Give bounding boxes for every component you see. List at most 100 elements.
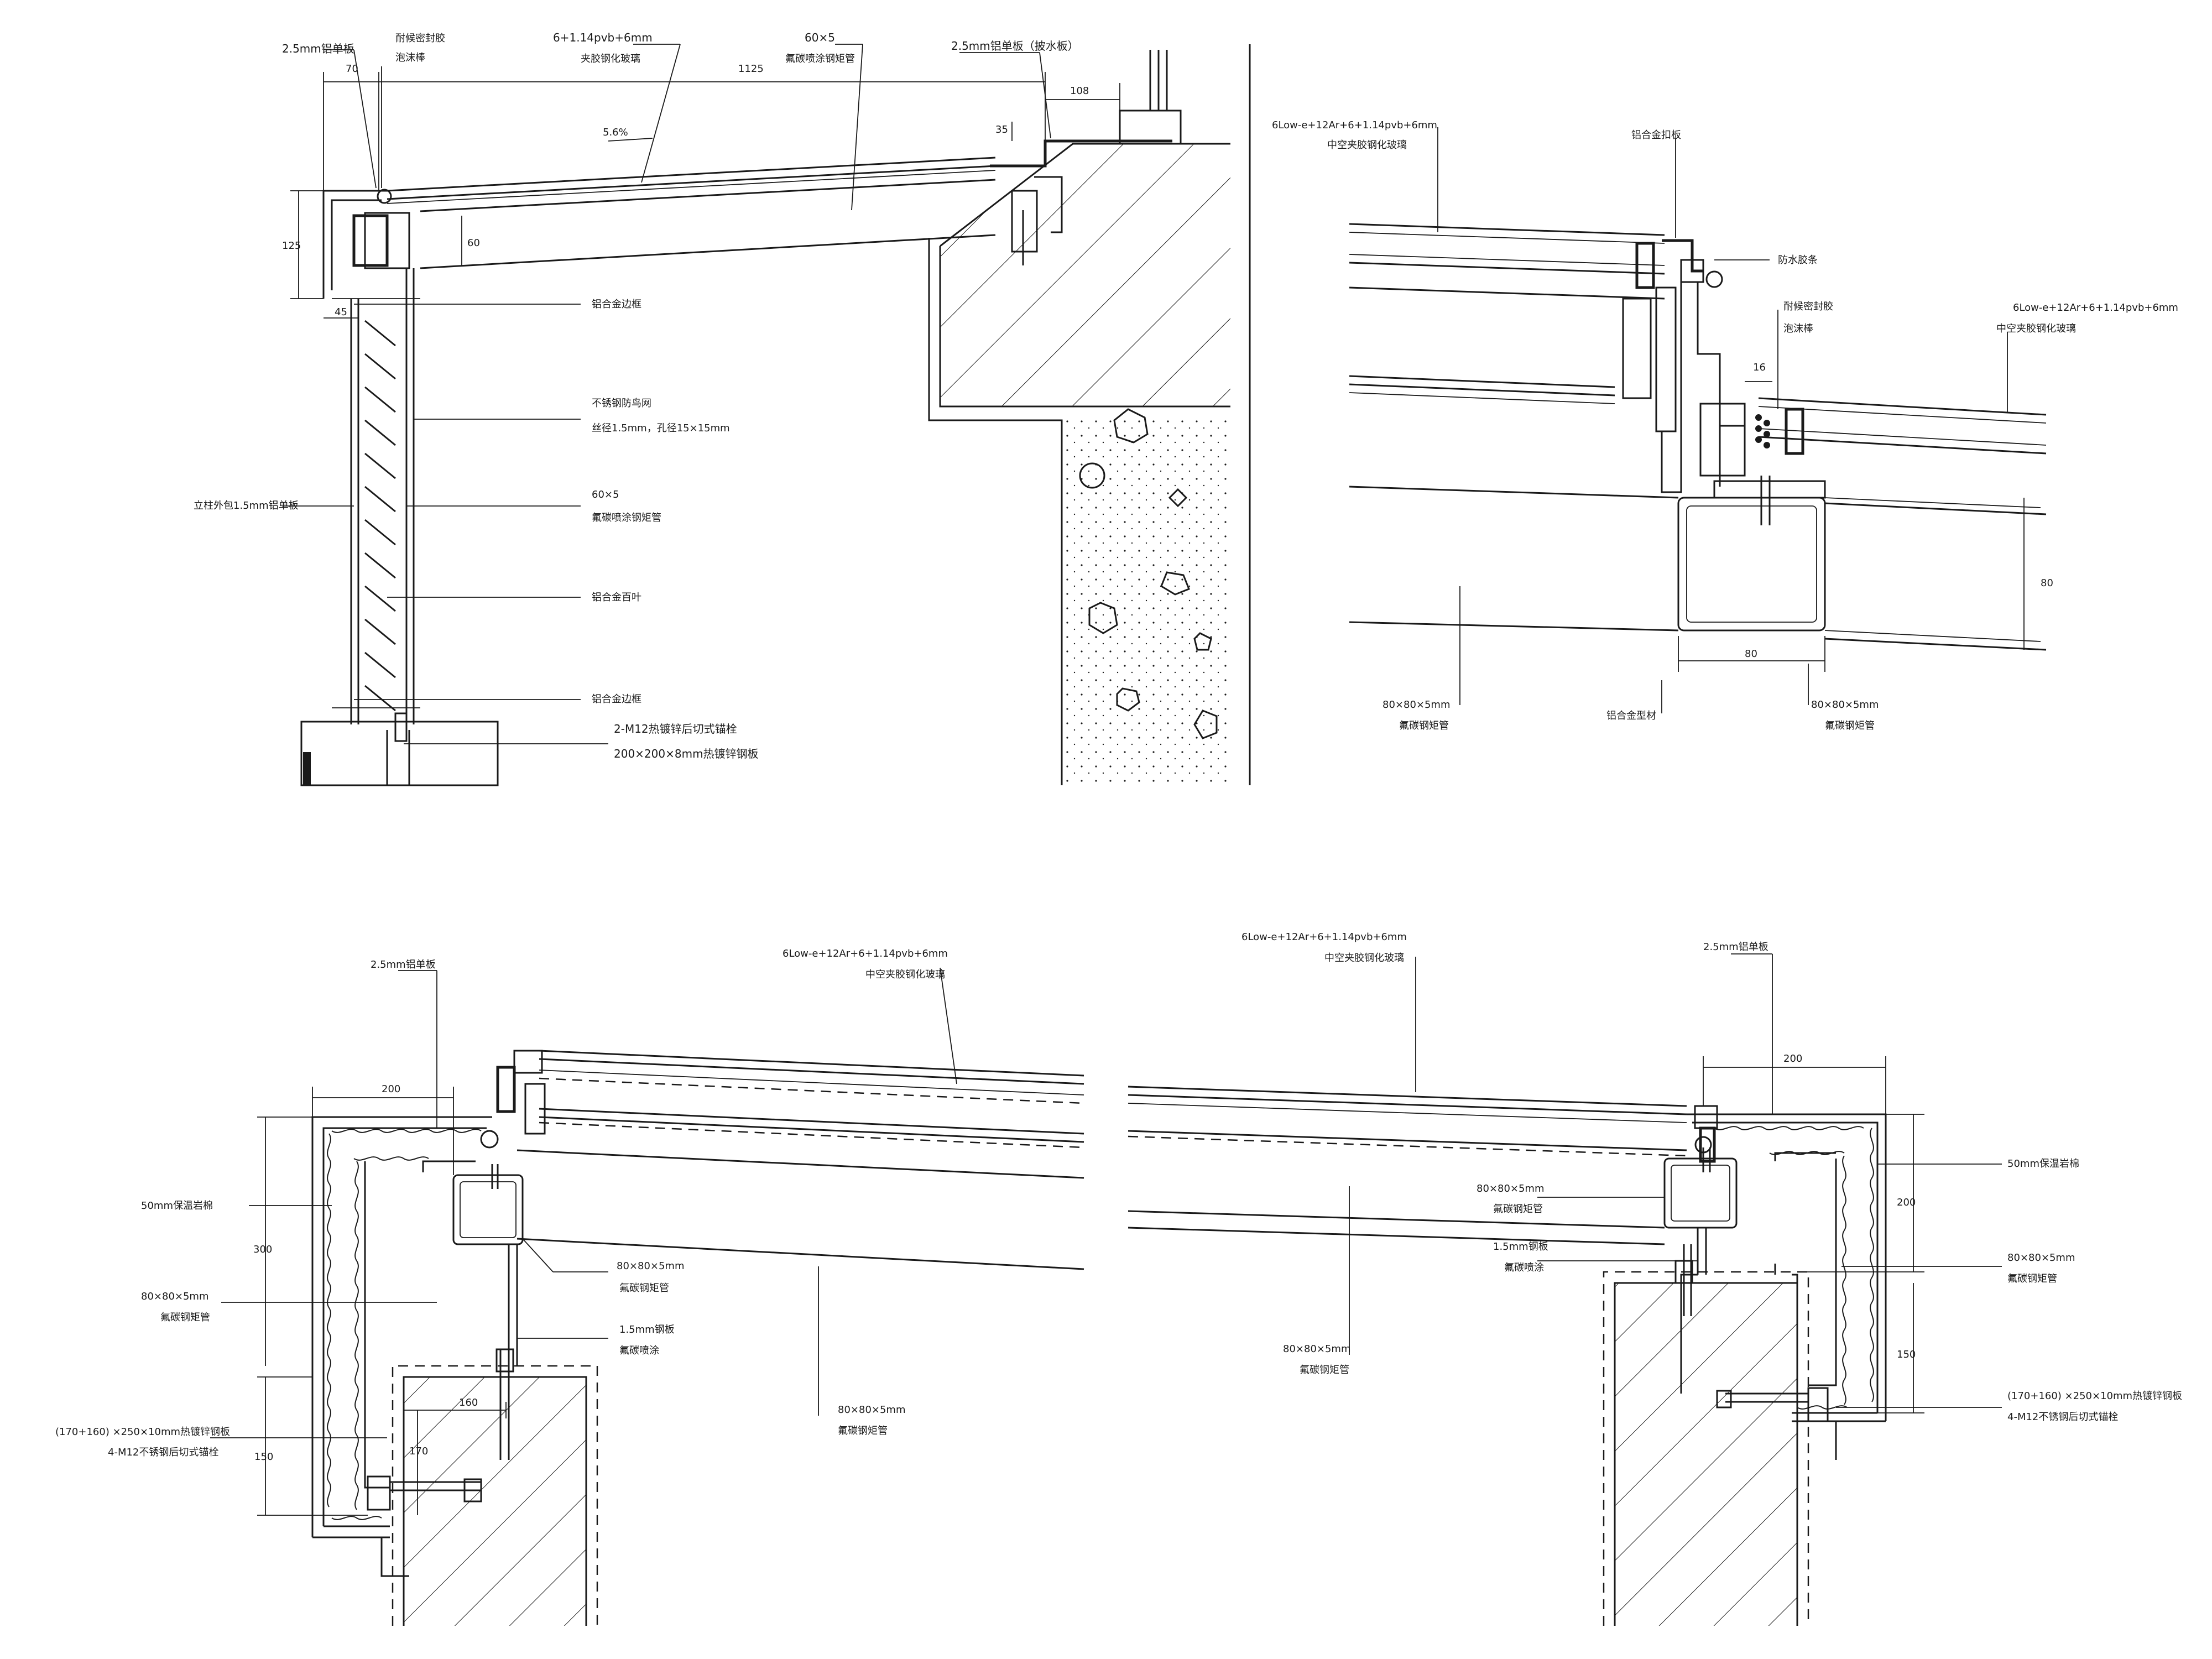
label-d4-plate: (170+160) ×250×10mm热镀锌钢板 bbox=[2007, 1390, 2182, 1402]
detail-3-steel-tube bbox=[452, 1164, 524, 1245]
label-d4-tube-b: 80×80×5mm bbox=[2007, 1252, 2075, 1264]
detail-3-beam-lines bbox=[517, 1149, 1084, 1270]
detail-3-dimensions bbox=[257, 1087, 507, 1516]
label-d4-tube-c: 80×80×5mm bbox=[1283, 1343, 1351, 1355]
label-tube-spec: 60×5 bbox=[805, 31, 835, 44]
label-glass-spec: 6+1.14pvb+6mm bbox=[553, 31, 653, 44]
detail-2-right-glass bbox=[1758, 397, 2047, 455]
detail-4-anchor-plate bbox=[1716, 1387, 1829, 1422]
label-d4-tube-a: 80×80×5mm bbox=[1477, 1183, 1545, 1194]
dim-d2-80-v: 80 bbox=[2041, 577, 2053, 589]
detail-1-concrete-structure bbox=[928, 143, 1230, 785]
label-anchor: 2-M12热镀锌后切式锚栓 bbox=[614, 722, 737, 735]
label-tube2-desc: 氟碳喷涂钢矩管 bbox=[592, 512, 661, 524]
dim-d4-200-v: 200 bbox=[1897, 1197, 1916, 1208]
label-d4-steel-sheet: 1.5mm钢板 bbox=[1493, 1241, 1548, 1253]
detail-3-glass-frame bbox=[480, 1050, 546, 1149]
slope-5-6: 5.6% bbox=[603, 127, 628, 138]
label-d4-anchor: 4-M12不锈钢后切式锚栓 bbox=[2007, 1411, 2118, 1423]
label-glass-desc: 夹胶钢化玻璃 bbox=[581, 53, 640, 65]
dim-70: 70 bbox=[346, 63, 358, 75]
label-d3-steel-sheet-desc: 氟碳喷涂 bbox=[619, 1345, 659, 1357]
label-mesh-spec: 丝径1.5mm，孔径15×15mm bbox=[592, 422, 730, 434]
detail-1-canopy-section: 2.5mm铝单板 耐候密封胶 泡沫棒 6+1.14pvb+6mm 夹胶钢化玻璃 … bbox=[194, 31, 1251, 786]
label-d2-glass-left: 6Low-e+12Ar+6+1.14pvb+6mm bbox=[1272, 119, 1437, 131]
label-d2-tube-right-desc: 氟碳钢矩管 bbox=[1825, 720, 1875, 732]
label-d3-anchor: 4-M12不锈钢后切式锚栓 bbox=[108, 1447, 218, 1458]
label-mesh: 不锈钢防鸟网 bbox=[592, 398, 651, 409]
label-d3-steel-sheet: 1.5mm钢板 bbox=[619, 1324, 675, 1335]
label-d4-alu-sheet: 2.5mm铝单板 bbox=[1703, 941, 1768, 953]
dim-60: 60 bbox=[467, 237, 480, 249]
label-d2-alu-profile: 铝合金型材 bbox=[1606, 710, 1656, 722]
label-d3-plate: (170+160) ×250×10mm热镀锌钢板 bbox=[55, 1426, 230, 1438]
label-d2-sealant: 耐候密封胶 bbox=[1783, 301, 1833, 312]
detail-1-louver-blades bbox=[364, 320, 396, 712]
detail-2-gasket-dots bbox=[1755, 414, 1770, 448]
label-plate: 200×200×8mm热镀锌钢板 bbox=[614, 747, 759, 760]
detail-3-concrete bbox=[380, 1365, 598, 1626]
detail-1-glass-panel bbox=[387, 156, 996, 204]
detail-3-anchor-plate bbox=[367, 1475, 482, 1511]
detail-1-left-edge-cap bbox=[322, 189, 410, 299]
label-d3-insulation: 50mm保温岩棉 bbox=[141, 1200, 213, 1212]
dim-d4-200: 200 bbox=[1783, 1053, 1802, 1065]
label-d2-glass-left-desc: 中空夹胶钢化玻璃 bbox=[1327, 139, 1407, 151]
label-d3-tube-c-desc: 氟碳钢矩管 bbox=[838, 1425, 888, 1437]
label-d2-alu-cap: 铝合金扣板 bbox=[1631, 129, 1681, 141]
detail-2-dimensions bbox=[1678, 381, 2041, 672]
detail-4-concrete bbox=[1603, 1271, 1837, 1626]
label-column-wrap: 立柱外包1.5mm铝单板 bbox=[194, 500, 299, 512]
dim-1125: 1125 bbox=[738, 63, 764, 75]
label-d3-glass-desc: 中空夹胶钢化玻璃 bbox=[865, 969, 945, 980]
label-d4-tube-a-desc: 氟碳钢矩管 bbox=[1493, 1203, 1543, 1215]
detail-1-louver-wall bbox=[332, 268, 420, 724]
label-tube-desc: 氟碳喷涂钢矩管 bbox=[785, 53, 855, 65]
label-d4-insulation: 50mm保温岩棉 bbox=[2007, 1158, 2079, 1170]
label-d2-foam-rod: 泡沫棒 bbox=[1783, 323, 1813, 335]
dim-d2-16: 16 bbox=[1753, 362, 1766, 373]
dim-d3-300: 300 bbox=[253, 1244, 272, 1255]
detail-1-aggregate-stones bbox=[1079, 408, 1218, 739]
detail-3-glass-panel bbox=[539, 1050, 1084, 1149]
label-d4-glass: 6Low-e+12Ar+6+1.14pvb+6mm bbox=[1241, 931, 1407, 943]
label-alu-sheet-left: 2.5mm铝单板 bbox=[282, 42, 354, 55]
detail-4-dimensions bbox=[1703, 1056, 1924, 1413]
label-d4-tube-b-desc: 氟碳钢矩管 bbox=[2007, 1273, 2057, 1285]
label-d4-tube-c-desc: 氟碳钢矩管 bbox=[1300, 1364, 1349, 1376]
detail-4-glass-panel bbox=[1128, 1086, 1687, 1157]
detail-2-left-glass bbox=[1349, 223, 1665, 404]
detail-4-steel-tube bbox=[1663, 1147, 1738, 1229]
detail-4-annotations: 6Low-e+12Ar+6+1.14pvb+6mm 中空夹胶钢化玻璃 2.5mm… bbox=[1241, 931, 2182, 1423]
label-d4-steel-sheet-desc: 氟碳喷涂 bbox=[1504, 1262, 1544, 1274]
label-alu-sheet-right: 2.5mm铝单板（披水板） bbox=[951, 39, 1079, 53]
label-d3-glass: 6Low-e+12Ar+6+1.14pvb+6mm bbox=[782, 948, 948, 959]
label-alu-frame-2: 铝合金边框 bbox=[592, 693, 641, 705]
label-d2-waterproof: 防水胶条 bbox=[1778, 254, 1818, 266]
label-d2-tube-left-desc: 氟碳钢矩管 bbox=[1399, 720, 1449, 732]
dim-d3-170: 170 bbox=[409, 1446, 428, 1457]
dim-d3-150: 150 bbox=[254, 1451, 273, 1463]
dim-108: 108 bbox=[1070, 85, 1089, 97]
label-d2-glass-right: 6Low-e+12Ar+6+1.14pvb+6mm bbox=[2013, 302, 2178, 314]
detail-2-annotations: 6Low-e+12Ar+6+1.14pvb+6mm 中空夹胶钢化玻璃 铝合金扣板… bbox=[1272, 119, 2178, 732]
detail-3-insulation bbox=[327, 1129, 482, 1520]
detail-3-eave-section: 2.5mm铝单板 6Low-e+12Ar+6+1.14pvb+6mm 中空夹胶钢… bbox=[55, 948, 1084, 1626]
label-foam-rod: 泡沫棒 bbox=[395, 52, 425, 64]
detail-1-annotations: 2.5mm铝单板 耐候密封胶 泡沫棒 6+1.14pvb+6mm 夹胶钢化玻璃 … bbox=[194, 31, 1089, 760]
label-louver: 铝合金百叶 bbox=[592, 592, 641, 603]
detail-1-steel-tube-beam bbox=[420, 179, 996, 269]
dim-d2-80-h: 80 bbox=[1745, 648, 1757, 660]
label-d3-tube-c: 80×80×5mm bbox=[838, 1404, 906, 1416]
label-d3-tube-a-desc: 氟碳钢矩管 bbox=[160, 1312, 210, 1323]
dim-125: 125 bbox=[282, 240, 301, 252]
detail-2-mullion-profile bbox=[1622, 239, 1804, 493]
label-d3-alu-sheet: 2.5mm铝单板 bbox=[371, 959, 436, 971]
detail-2-steel-tube bbox=[1677, 476, 1826, 632]
label-alu-frame-1: 铝合金边框 bbox=[592, 299, 641, 310]
dim-d3-160: 160 bbox=[459, 1397, 478, 1408]
detail-2-glass-joint-section: 6Low-e+12Ar+6+1.14pvb+6mm 中空夹胶钢化玻璃 铝合金扣板… bbox=[1272, 119, 2178, 732]
dim-d3-200: 200 bbox=[382, 1083, 400, 1095]
detail-4-insulation bbox=[1714, 1126, 1874, 1410]
